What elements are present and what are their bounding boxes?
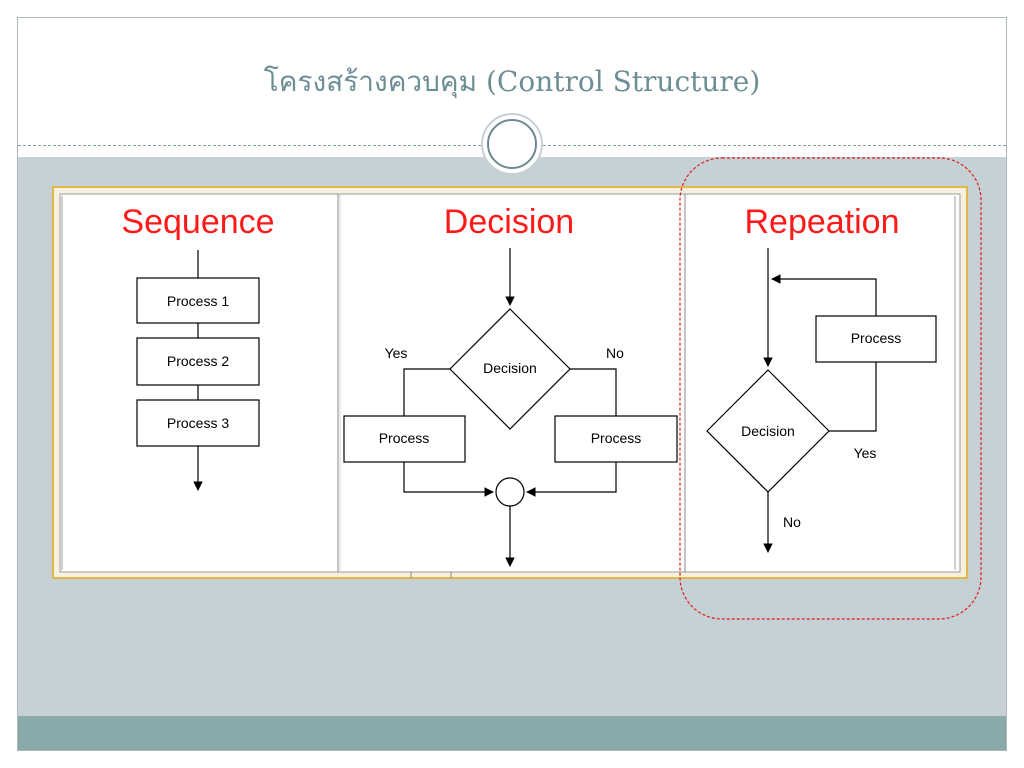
decision-heading: Decision — [444, 203, 574, 241]
decision-panel: Decision Decision Yes No Process Process — [343, 203, 678, 567]
sequence-panel: Sequence Process 1 Process 2 Process 3 — [121, 203, 275, 491]
repetition-process-label: Process — [851, 330, 902, 346]
loop-back-arrow — [771, 274, 877, 316]
process-3-label: Process 3 — [167, 415, 229, 431]
process-1-box — [136, 277, 260, 324]
repetition-process-box — [815, 315, 937, 363]
repetition-yes-label: Yes — [854, 445, 877, 461]
process-2-box — [136, 337, 260, 386]
divider-ornament — [481, 113, 543, 175]
decision-right-process-box — [554, 415, 678, 463]
footer-bar — [18, 716, 1006, 750]
decision-diamond — [449, 308, 571, 430]
decision-left-process-box — [343, 415, 466, 463]
decision-label: Decision — [483, 360, 537, 376]
decision-left-process-label: Process — [379, 430, 430, 446]
sequence-heading: Sequence — [121, 203, 274, 241]
decision-yes-label: Yes — [385, 345, 408, 361]
process-3-box — [136, 399, 260, 447]
decision-right-process-label: Process — [591, 430, 642, 446]
decision-no-label: No — [606, 345, 624, 361]
repetition-decision-label: Decision — [741, 423, 795, 439]
merge-connector — [495, 477, 525, 507]
repetition-no-label: No — [783, 514, 801, 530]
repetition-highlight — [679, 157, 982, 620]
process-2-label: Process 2 — [167, 353, 229, 369]
repetition-heading: Repeation — [744, 203, 899, 241]
process-1-label: Process 1 — [167, 293, 229, 309]
slide-title: โครงสร้างควบคุม (Control Structure) — [263, 65, 761, 98]
repetition-panel: Repeation Process Decision Yes No — [706, 203, 937, 553]
